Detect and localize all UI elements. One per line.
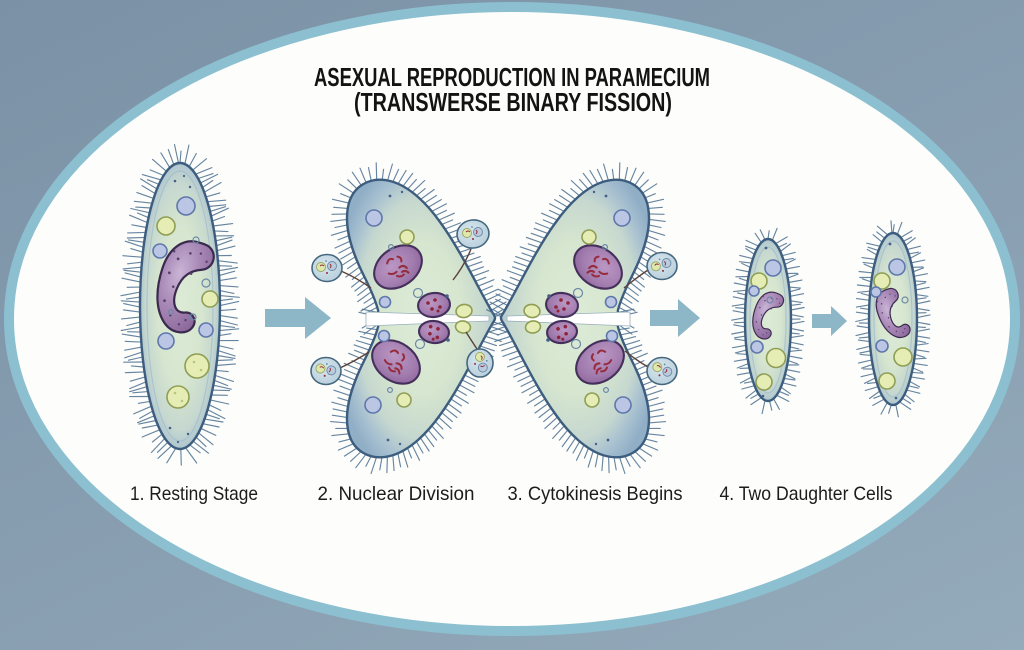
micronucleus (416, 291, 452, 319)
small-vesicles (761, 246, 774, 398)
speck (400, 190, 404, 194)
detail-bubble (310, 356, 342, 386)
cilia-fringe (120, 143, 240, 466)
contractile-vacuole (748, 285, 760, 297)
leader-line (624, 350, 649, 368)
detail-bubble (646, 356, 678, 386)
arrow-right-icon (812, 306, 847, 336)
food-vacuole (399, 229, 415, 245)
food-vacuole (873, 272, 891, 290)
micronucleus (417, 319, 451, 345)
food-vacuoles (156, 216, 219, 409)
contractile-vacuole (377, 329, 391, 343)
stage-label-1: 1. Resting Stage (130, 483, 258, 505)
food-vacuole (455, 303, 473, 319)
cytoplasm-specks (168, 174, 192, 444)
leader-line (339, 351, 370, 369)
daughter-cell-1 (731, 227, 805, 415)
food-vacuole (755, 373, 773, 391)
title-line-2: (TRANSWERSE BINARY FISSION) (354, 87, 672, 117)
contractile-vacuole (365, 209, 383, 227)
leader-line (623, 269, 649, 289)
cilia-fringe (855, 220, 931, 418)
small-vesicles (888, 242, 909, 400)
speck (386, 438, 390, 442)
small-vesicle (387, 387, 394, 394)
speck (388, 194, 392, 198)
contractile-vacuole (870, 286, 882, 298)
speck (445, 294, 449, 298)
contractile-vacuole (364, 396, 382, 414)
speck (446, 338, 450, 342)
title-line-1: ASEXUAL REPRODUCTION IN PARAMECIUM (314, 62, 710, 92)
arrow-right-icon (650, 299, 700, 337)
contractile-vacuoles (152, 196, 214, 350)
daughter-cell-2 (855, 220, 931, 418)
food-vacuole (454, 320, 472, 334)
food-vacuole (893, 347, 913, 367)
contractile-vacuole (378, 295, 392, 309)
stage-label-4: 4. Two Daughter Cells (720, 483, 893, 505)
small-vesicle (388, 244, 395, 251)
small-vesicle (414, 338, 426, 350)
contractile-vacuole (750, 340, 764, 354)
food-vacuole (765, 347, 787, 369)
stage1-resting-cell (120, 143, 240, 466)
small-vesicles (168, 236, 211, 321)
detail-bubble (311, 253, 343, 283)
macronucleus (371, 339, 421, 385)
contractile-vacuole (888, 258, 906, 276)
speck (398, 442, 402, 446)
leader-line (465, 331, 478, 350)
pellicle-line (873, 240, 913, 398)
arrow-right-icon (265, 297, 331, 339)
detail-bubbles (310, 219, 678, 386)
pellicle-line (749, 246, 787, 394)
small-vesicle (412, 287, 424, 299)
contractile-vacuole (875, 339, 889, 353)
macronucleus (373, 244, 423, 290)
detail-bubble (456, 219, 490, 249)
food-vacuole (878, 372, 896, 390)
stage-label-2: 2. Nuclear Division (318, 483, 475, 505)
stage-label-3: 3. Cytokinesis Begins (508, 483, 683, 505)
contractile-vacuole (764, 259, 782, 277)
cilia-fringe (731, 227, 805, 415)
food-vacuole (396, 392, 412, 408)
leader-line (452, 248, 472, 281)
leader-line (340, 270, 372, 289)
